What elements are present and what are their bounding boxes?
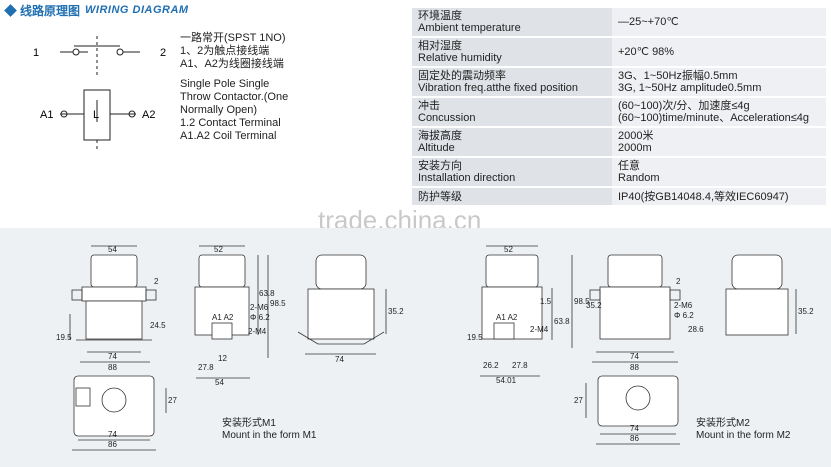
spec-row: 防护等级 IP40(按GB14048.4,等效IEC60947) (412, 187, 826, 206)
dim-label: 54 (215, 378, 224, 387)
terminal-1-label: 1 (33, 47, 39, 59)
dim-label: 2 (676, 277, 681, 286)
dim-label: 28.6 (688, 325, 704, 334)
dim-label: 24.5 (150, 321, 166, 330)
spec-value: —25~+70℃ (612, 8, 826, 37)
header-title-cn: 线路原理图 (20, 3, 81, 18)
dim-label: 27 (574, 396, 583, 405)
coil-a2-label: A2 (142, 109, 155, 121)
dim-label: 2 (154, 277, 159, 286)
dim-label: 88 (630, 363, 639, 372)
dim-label: 52 (214, 245, 223, 254)
dim-label: 27.8 (512, 361, 528, 370)
desc-line: 1、2为触点接线端 (180, 45, 270, 57)
header-title-en: WIRING DIAGRAM (85, 4, 189, 16)
desc-line: 一路常开(SPST 1NO) (180, 32, 286, 44)
diamond-bullet-icon (4, 3, 17, 17)
dim-label: Φ 6.2 (674, 311, 694, 320)
spec-value: (60~100)次/分、加速度≤4g(60~100)time/minute、Ac… (612, 97, 826, 127)
dim-label: 63.8 (554, 317, 570, 326)
coil-a1-label: A1 (40, 109, 53, 121)
spec-value: IP40(按GB14048.4,等效IEC60947) (612, 187, 826, 206)
dim-label: 88 (108, 363, 117, 372)
desc-line: Single Pole Single (180, 78, 270, 90)
desc-line: 1.2 Contact Terminal (180, 117, 281, 129)
dim-label: 35.2 (388, 307, 404, 316)
dim-label: 35.2 (798, 307, 814, 316)
dim-label: 27.8 (198, 363, 214, 372)
dim-label: A1 A2 (496, 313, 518, 322)
dimension-drawings: 54 2 19.5 24.5 74 88 52 2-M6 Φ 6.2 2-M4 … (56, 245, 814, 451)
dim-label: A1 A2 (212, 313, 234, 322)
dim-label: 54.01 (496, 376, 517, 385)
dim-label: 2-M4 (530, 325, 549, 334)
caption-m2: 安装形式M2 Mount in the form M2 (696, 418, 791, 441)
desc-line: Throw Contactor.(One (180, 91, 289, 103)
dim-label: 2-M4 (248, 327, 267, 336)
wiring-schematic: 1 2 A1 A2 L (33, 36, 166, 150)
dim-label: 12 (218, 354, 227, 363)
dim-label: 74 (108, 352, 117, 361)
coil-letter: L (93, 109, 99, 121)
dim-label: 74 (630, 352, 639, 361)
dim-label: 98.5 (574, 297, 590, 306)
dim-label: 35.2 (586, 301, 602, 310)
section-header: 线路原理图 WIRING DIAGRAM (4, 2, 189, 18)
dim-label: 54 (108, 245, 117, 254)
dim-label: 74 (335, 355, 344, 364)
dim-label: 63.8 (259, 289, 275, 298)
spec-label: 防护等级 (412, 187, 612, 206)
dim-label: 98.5 (270, 299, 286, 308)
dim-label: 19.5 (56, 333, 72, 342)
terminal-2-label: 2 (160, 47, 166, 59)
dim-label: 86 (108, 440, 117, 449)
desc-line: Normally Open) (180, 104, 258, 116)
dim-label: 2-M6 (674, 301, 693, 310)
caption-m1: 安装形式M1 Mount in the form M1 (222, 418, 317, 441)
dim-label: 74 (630, 424, 639, 433)
dim-label: 1.5 (540, 297, 552, 306)
dim-label: 26.2 (483, 361, 499, 370)
dim-label: 74 (108, 430, 117, 439)
dim-label: Φ 6.2 (250, 313, 270, 322)
dim-label: 86 (630, 434, 639, 443)
desc-line: A1、A2为线圈接线端 (180, 58, 284, 70)
dim-label: 19.5 (467, 333, 483, 342)
desc-line: A1.A2 Coil Terminal (180, 130, 277, 142)
dim-label: 27 (168, 396, 177, 405)
dim-label: 52 (504, 245, 513, 254)
dim-label: 2-M6 (250, 303, 269, 312)
spec-value: +20℃ 98% (612, 37, 826, 67)
